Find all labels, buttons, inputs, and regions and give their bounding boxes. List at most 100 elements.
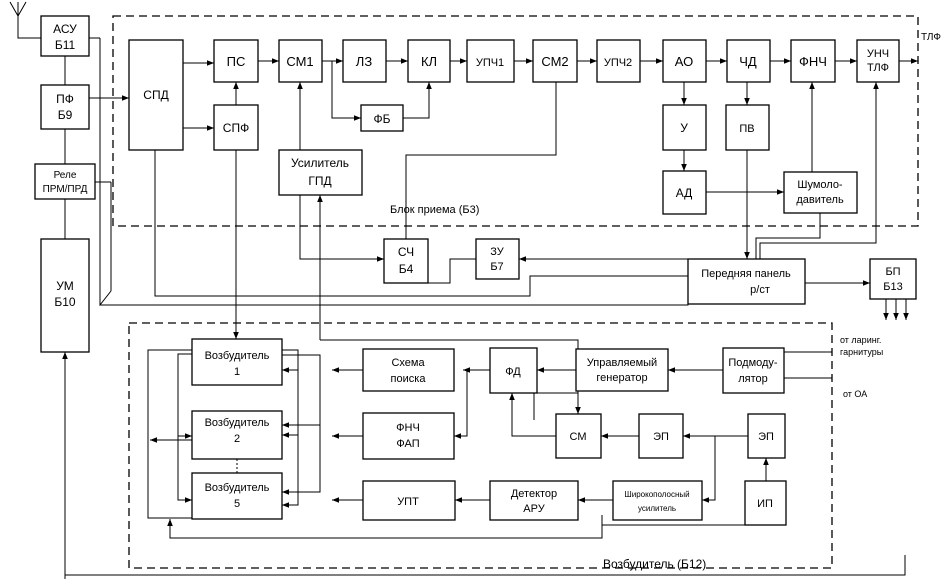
exciter-block-label: Возбудитель (Б12) [603, 557, 706, 571]
svg-text:БП: БП [885, 266, 900, 278]
svg-text:Шумоло-: Шумоло- [797, 179, 843, 191]
svg-text:Б10: Б10 [54, 295, 76, 309]
svg-text:Реле: Реле [54, 170, 77, 181]
pv-block: ПВ [725, 104, 770, 151]
svg-text:Схема: Схема [391, 357, 425, 369]
wideband-amplifier-block: Широкополосный усилитель [612, 480, 703, 521]
exciter-2-block: Возбудитель 2 [191, 410, 283, 460]
amplifier-gpd-block: Усилитель ГПД [278, 149, 363, 196]
svg-text:5: 5 [234, 498, 240, 510]
exciter-block-frame [128, 322, 833, 569]
svg-text:Б7: Б7 [490, 261, 503, 273]
svg-text:АД: АД [676, 186, 693, 200]
svg-text:АРУ: АРУ [523, 503, 545, 515]
svg-text:УПЧ1: УПЧ1 [476, 57, 504, 69]
svg-text:2: 2 [234, 433, 240, 445]
svg-text:ЧД: ЧД [739, 54, 757, 69]
kl-block: КЛ [407, 39, 451, 83]
svg-text:ИП: ИП [757, 498, 773, 510]
svg-text:УПТ: УПТ [397, 496, 419, 508]
exciter-1-block: Возбудитель 1 [191, 338, 283, 386]
svg-text:ФАП: ФАП [396, 438, 419, 450]
fnch-block: ФНЧ [790, 39, 836, 83]
svg-text:давитель: давитель [796, 194, 844, 206]
u-block: У [662, 104, 707, 151]
svg-text:У: У [680, 121, 688, 135]
bp-block: БП Б13 [869, 258, 917, 300]
emitter-follower-1-block: ЭП [638, 413, 684, 459]
svg-text:Усилитель: Усилитель [291, 156, 349, 170]
svg-text:ГПД: ГПД [308, 174, 331, 188]
svg-text:Б9: Б9 [58, 108, 73, 122]
spf-block: СПФ [213, 104, 259, 151]
svg-text:усилитель: усилитель [638, 504, 676, 513]
svg-text:ФНЧ: ФНЧ [799, 54, 827, 69]
receiver-block-frame [112, 15, 919, 227]
svg-text:Широкополосный: Широкополосный [624, 490, 689, 499]
front-panel-block: Передняя панель р/ст [687, 258, 806, 305]
sm2-block: СМ2 [532, 39, 578, 83]
sm1-block: СМ1 [278, 39, 323, 83]
agc-detector-block: Детектор АРУ [489, 480, 579, 521]
spd-block: СПД [128, 39, 184, 151]
svg-text:СПД: СПД [143, 88, 168, 102]
from-oa-label: от ОА [843, 389, 867, 399]
ao-block: АО [662, 39, 707, 83]
svg-text:поиска: поиска [391, 373, 427, 385]
submodulator-block: Подмоду- лятор [722, 347, 785, 394]
svg-text:1: 1 [234, 366, 240, 378]
pll-lowpass-block: ФНЧ ФАП [362, 412, 455, 460]
svg-text:СЧ: СЧ [398, 245, 414, 259]
svg-text:ЗУ: ЗУ [490, 246, 505, 258]
exciter-5-block: Возбудитель 5 [191, 472, 283, 520]
svg-text:Б13: Б13 [883, 281, 902, 293]
svg-text:АО: АО [675, 54, 694, 69]
svg-text:ФД: ФД [505, 366, 521, 378]
svg-text:ПРМ/ПРД: ПРМ/ПРД [43, 184, 88, 195]
svg-text:Подмоду-: Подмоду- [728, 357, 778, 369]
ad-block: АД [662, 170, 707, 215]
unch-tlf-block: УНЧ ТЛФ [856, 39, 900, 83]
ps-block: ПС [213, 39, 259, 83]
svg-text:Возбудитель: Возбудитель [205, 417, 270, 429]
svg-text:УНЧ: УНЧ [867, 48, 889, 60]
svg-text:СПФ: СПФ [223, 121, 249, 135]
mixer-block: СМ [555, 413, 602, 459]
pf-block: ПФ Б9 [40, 84, 90, 130]
tlf-output-label: ТЛФ [921, 32, 941, 43]
svg-text:Возбудитель: Возбудитель [205, 350, 270, 362]
dc-amplifier-block: УПТ [362, 480, 456, 521]
chd-block: ЧД [726, 39, 771, 83]
svg-text:ТЛФ: ТЛФ [867, 62, 889, 74]
svg-text:АСУ: АСУ [53, 22, 77, 36]
svg-text:УПЧ2: УПЧ2 [604, 57, 632, 69]
svg-text:ПФ: ПФ [56, 92, 74, 106]
svg-text:ПВ: ПВ [739, 123, 754, 135]
svg-text:Передняя панель: Передняя панель [701, 268, 791, 280]
svg-text:СМ1: СМ1 [286, 54, 313, 69]
receiver-block-label: Блок приема (Б3) [390, 204, 479, 216]
laryngophone-label-2: гарнитуры [840, 347, 883, 357]
svg-text:ФБ: ФБ [374, 112, 391, 126]
svg-text:Б4: Б4 [399, 262, 414, 276]
relay-block: Реле ПРМ/ПРД [34, 163, 96, 200]
search-circuit-block: Схема поиска [362, 348, 455, 392]
upch1-block: УПЧ1 [466, 39, 515, 83]
svg-text:Детектор: Детектор [511, 488, 557, 500]
emitter-follower-2-block: ЭП [747, 413, 786, 459]
svg-text:р/ст: р/ст [750, 284, 770, 296]
svg-text:ФНЧ: ФНЧ [396, 422, 420, 434]
svg-text:ПС: ПС [227, 54, 246, 69]
controlled-oscillator-block: Управляемый генератор [575, 348, 669, 392]
asu-block: АСУ Б11 [40, 15, 90, 57]
zu-block: ЗУ Б7 [475, 238, 520, 280]
antenna-icon [9, 1, 41, 39]
fb-block: ФБ [360, 104, 404, 132]
svg-text:Б11: Б11 [55, 38, 76, 52]
svg-text:УМ: УМ [56, 279, 74, 293]
laryngophone-label-1: от ларинг. [840, 335, 881, 345]
svg-text:ЭП: ЭП [758, 431, 774, 443]
svg-text:Управляемый: Управляемый [587, 357, 657, 369]
svg-text:ЛЗ: ЛЗ [356, 54, 373, 69]
